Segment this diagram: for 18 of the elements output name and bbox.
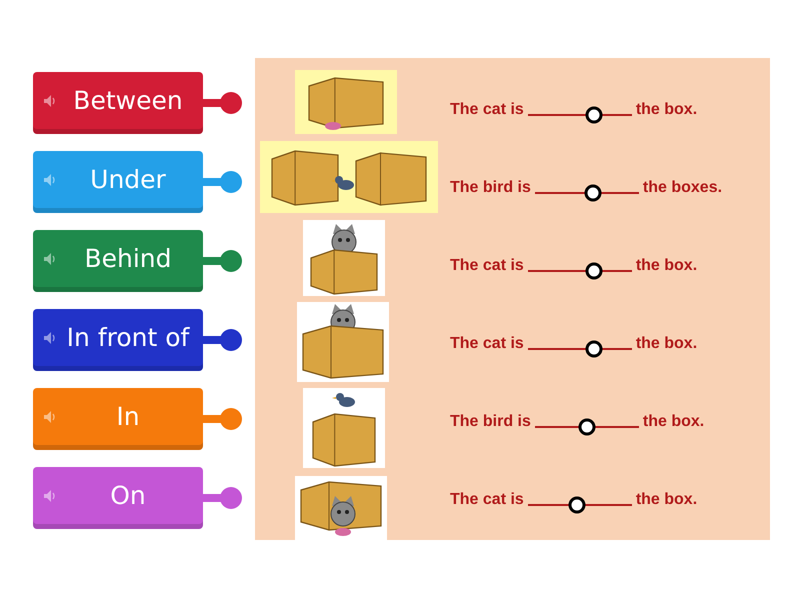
sentence-start: The bird is <box>450 413 531 431</box>
answer-tile: Behind <box>33 230 203 292</box>
sentence-start: The cat is <box>450 257 524 275</box>
answer-tile: On <box>33 467 203 529</box>
answer-tile: Between <box>33 72 203 134</box>
sentence-end: the box. <box>636 257 698 275</box>
sentence-start: The cat is <box>450 491 524 509</box>
sentence-start: The cat is <box>450 335 524 353</box>
sentence-end: the box. <box>636 335 698 353</box>
sentence-end: the box. <box>642 413 704 431</box>
answer-tile: In <box>33 388 203 450</box>
sentence-start: The cat is <box>450 101 524 119</box>
answer-tile: Under <box>33 151 203 213</box>
sentence-end: the box. <box>636 491 698 509</box>
answer-tile: In front of <box>33 309 203 371</box>
sentence-end: the box. <box>636 101 698 119</box>
sentence-end: the boxes. <box>642 179 722 197</box>
sentence-start: The bird is <box>450 179 531 197</box>
